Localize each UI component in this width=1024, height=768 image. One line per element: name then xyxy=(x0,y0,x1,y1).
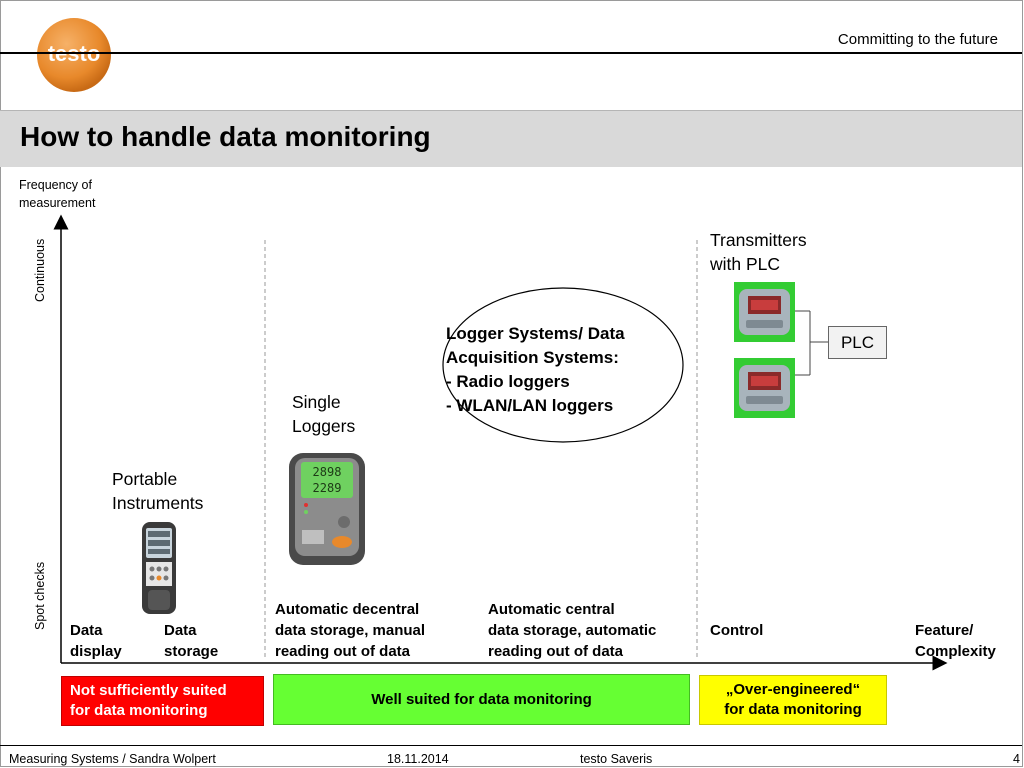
axes xyxy=(53,214,948,671)
handheld-meter-icon xyxy=(142,522,176,614)
y-axis-title: Frequency of measurement xyxy=(19,178,96,210)
single-loggers-label: Single Loggers xyxy=(292,392,356,436)
y-axis-top-label: Continuous xyxy=(33,238,47,302)
header-divider xyxy=(0,52,1022,54)
plc-box: PLC xyxy=(828,326,887,359)
x-label-auto-decentral: Automatic decentral data storage, manual… xyxy=(275,601,426,660)
y-axis-bottom-label: Spot checks xyxy=(33,561,47,630)
transmitter-icon xyxy=(734,282,795,342)
x-label-data-display: Data display xyxy=(70,622,122,660)
portable-instruments-label: Portable Instruments xyxy=(112,469,204,513)
title-bar xyxy=(0,110,1022,167)
logger-systems-ellipse xyxy=(442,287,684,443)
over-engineered-box: „Over-engineered“ for data monitoring xyxy=(699,675,887,725)
well-suited-box: Well suited for data monitoring xyxy=(273,674,690,725)
data-logger-icon: 2898 2289 xyxy=(289,453,365,565)
footer-date: 18.11.2014 xyxy=(387,752,449,766)
svg-text:2898: 2898 xyxy=(313,465,342,479)
logger-systems-label: Logger Systems/ Data Acquisition Systems… xyxy=(446,324,625,415)
transmitter-icon xyxy=(734,358,795,418)
footer-divider xyxy=(0,745,1022,746)
x-axis-end-label: Feature/ Complexity xyxy=(915,622,996,660)
footer-author: Measuring Systems / Sandra Wolpert xyxy=(9,752,216,766)
x-label-data-storage: Data storage xyxy=(164,622,219,660)
footer-page-number: 4 xyxy=(1013,752,1020,766)
transmitters-label: Transmitters with PLC xyxy=(710,230,807,274)
tagline: Committing to the future xyxy=(837,31,998,48)
page-title: How to handle data monitoring xyxy=(20,121,431,152)
footer-product: testo Saveris xyxy=(580,752,653,766)
not-suited-box: Not sufficiently suited for data monitor… xyxy=(61,676,264,726)
x-label-auto-central: Automatic central data storage, automati… xyxy=(488,601,657,660)
x-label-control: Control xyxy=(710,622,764,639)
svg-text:2289: 2289 xyxy=(313,481,342,495)
